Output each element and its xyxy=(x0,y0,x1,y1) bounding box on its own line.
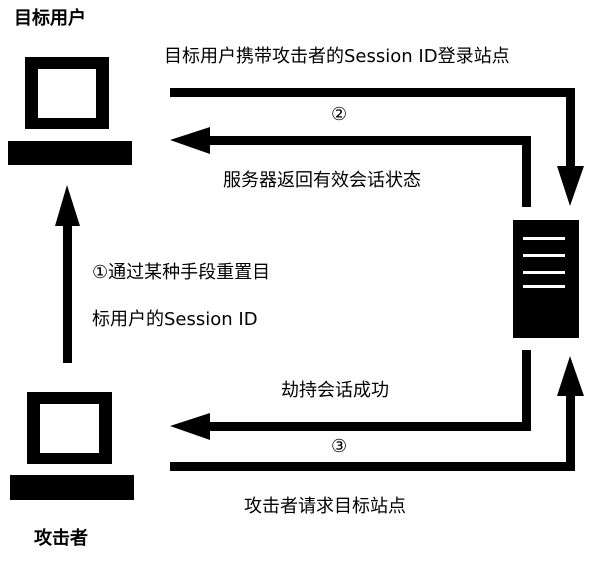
server-icon xyxy=(513,220,579,338)
hijack-arrow xyxy=(170,350,531,440)
step2-marker: ② xyxy=(331,104,348,125)
hijack-success-label: 劫持会话成功 xyxy=(281,380,389,401)
step1-up-arrow xyxy=(55,185,80,363)
login-arrow xyxy=(170,88,584,206)
target-user-label: 目标用户 xyxy=(14,8,86,29)
server-returns-label: 服务器返回有效会话状态 xyxy=(223,170,421,191)
attacker-request-label: 攻击者请求目标站点 xyxy=(244,496,406,517)
login-with-session-label: 目标用户携带攻击者的Session ID登录站点 xyxy=(164,46,510,67)
server-response-arrow xyxy=(170,127,531,207)
target-user-computer-icon xyxy=(8,57,132,165)
step3-marker: ③ xyxy=(331,436,348,457)
attacker-label: 攻击者 xyxy=(34,528,88,549)
attacker-request-arrow xyxy=(170,356,584,471)
attacker-computer-icon xyxy=(10,392,134,500)
step1-label-line1: ①通过某种手段重置目 xyxy=(92,262,271,283)
step1-label-line2: 标用户的Session ID xyxy=(92,309,258,330)
